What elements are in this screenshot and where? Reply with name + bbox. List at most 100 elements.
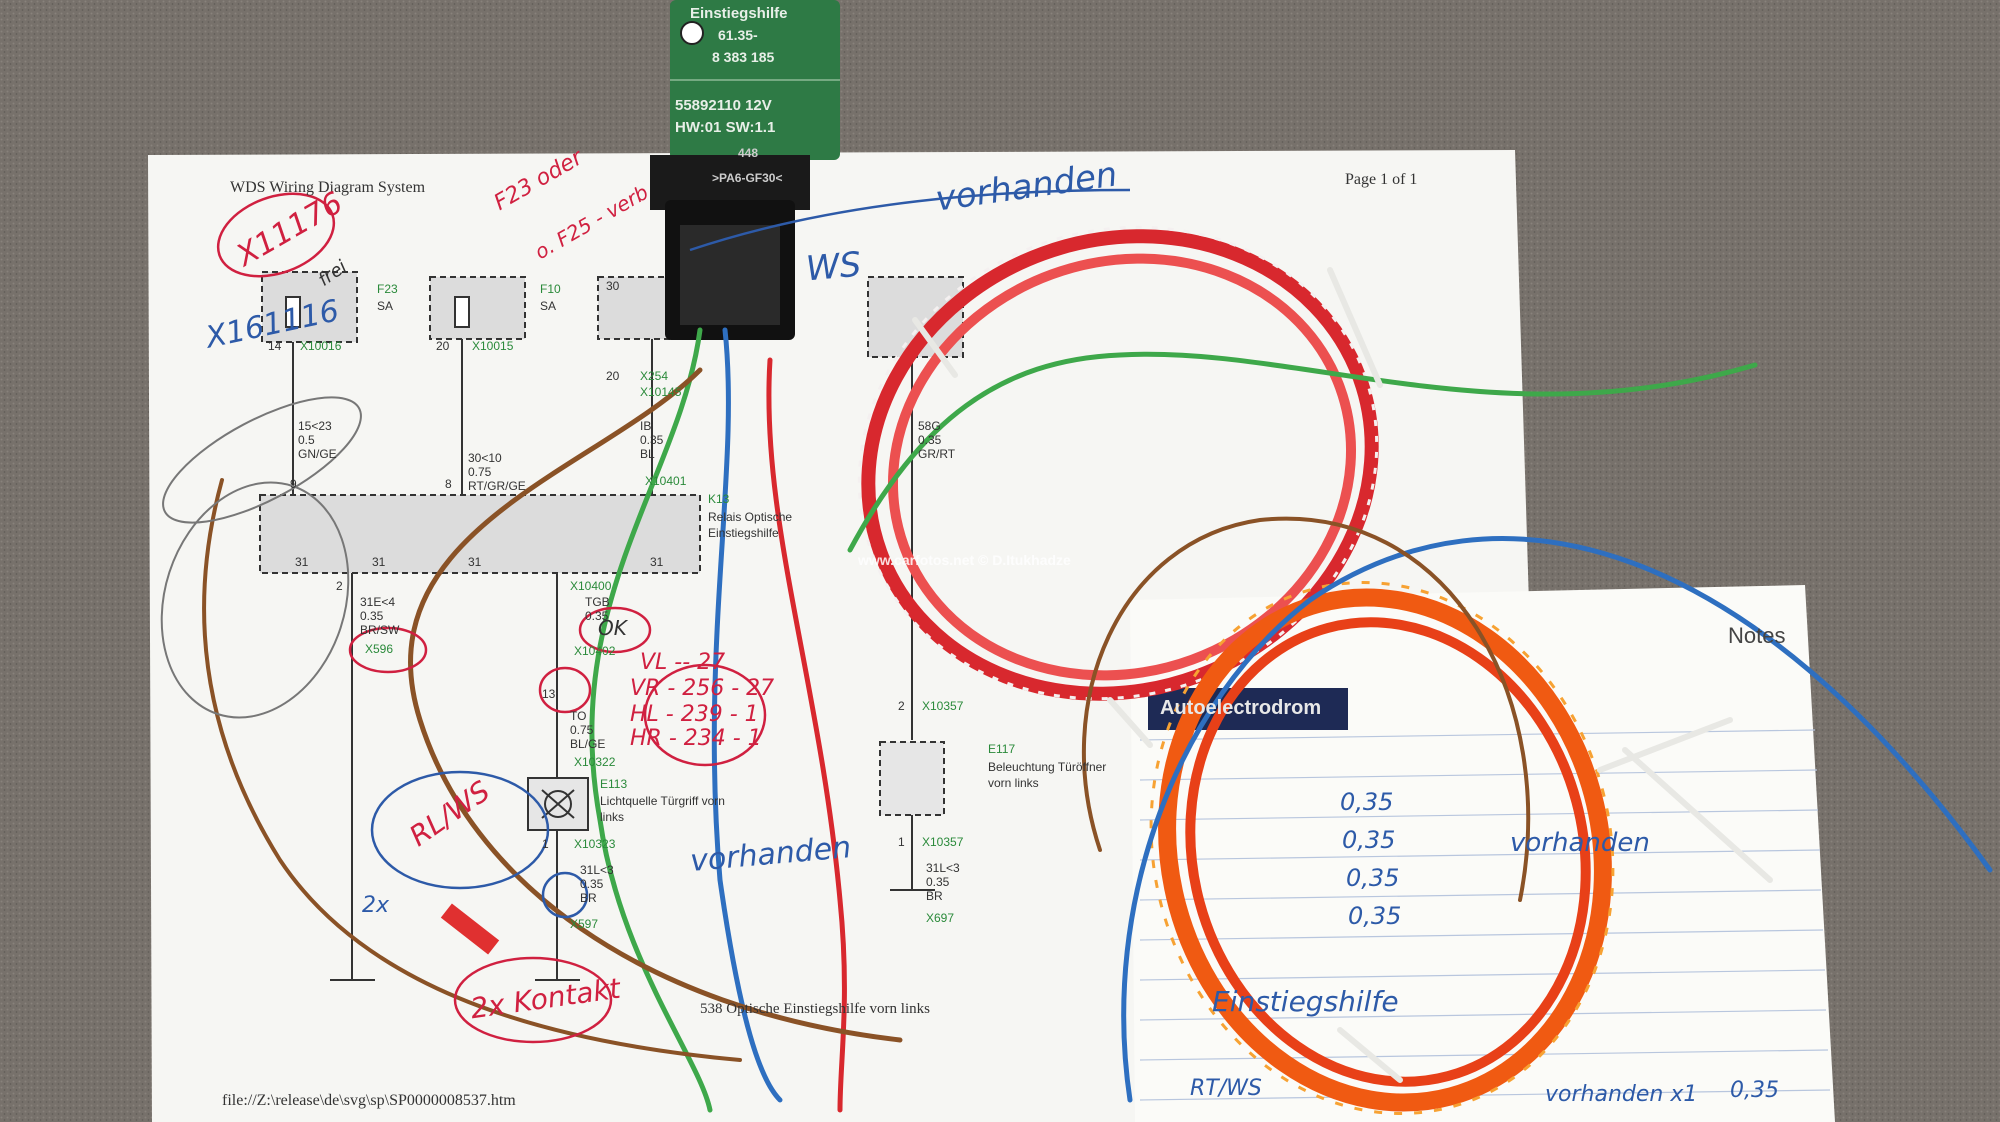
wire4-code: 58G <box>918 419 941 433</box>
note-hr: HR - 234 - 1 <box>630 726 762 751</box>
wire1-size: 0.5 <box>298 433 315 447</box>
note-ok: OK <box>598 616 627 640</box>
wire8-color: BR <box>580 891 597 905</box>
ground-31b: 31 <box>372 555 386 569</box>
wire6-size: 0.35 <box>585 609 609 623</box>
wire3-code: IB <box>640 419 652 433</box>
notes-bottom3: 0,35 <box>1730 1078 1779 1103</box>
conn-x10015: X10015 <box>472 339 514 353</box>
wire2-color: RT/GR/GE <box>468 479 526 493</box>
notes-bottom2: vorhanden x1 <box>1545 1082 1698 1107</box>
pin-20a: 20 <box>436 339 450 353</box>
wire1-code: 15<23 <box>298 419 332 433</box>
sheet-header-left: WDS Wiring Diagram System <box>230 179 426 196</box>
relay-module <box>650 0 840 340</box>
wire5-color: BR/SW <box>360 623 400 637</box>
conn-x697: X697 <box>926 911 955 925</box>
pin-8: 8 <box>445 477 452 491</box>
notes-einstieg: Einstiegshilfe <box>1212 985 1399 1018</box>
notes-title: Notes <box>1728 623 1786 648</box>
wire-brown-long <box>202 478 742 1062</box>
note-hl: HL - 239 - 1 <box>630 702 759 727</box>
wire-green-long <box>847 351 1758 553</box>
fuse-label-f23: F23 <box>377 282 398 296</box>
relay-part-line2: 8 383 185 <box>712 49 775 65</box>
loose-wires <box>202 327 1993 1113</box>
wire9-code: 31L<3 <box>926 861 960 875</box>
note-ws: WS <box>804 244 863 290</box>
conn-x10401: X10401 <box>645 474 687 488</box>
notes-brand: Autoelectrodrom <box>1160 697 1322 719</box>
conn-x10400: X10400 <box>570 579 612 593</box>
wire5-code: 31E<4 <box>360 595 396 609</box>
conn-x254: X254 <box>640 369 669 383</box>
notes-val-3: 0,35 <box>1346 864 1400 892</box>
conn-x596: X596 <box>365 642 394 656</box>
note-vl: VL -- 27 <box>640 650 726 675</box>
pin-30: 30 <box>606 279 620 293</box>
notes-val-1: 0,35 <box>1340 788 1394 816</box>
lamp-id: E113 <box>600 777 628 791</box>
pin-13: 13 <box>542 687 556 701</box>
relay-material: >PA6-GF30< <box>712 171 783 185</box>
wire9-color: BR <box>926 889 943 903</box>
wire-brown-loop <box>1081 516 1531 902</box>
fuse-tag-f23: SA <box>377 299 394 313</box>
conn-x10016: X10016 <box>300 339 342 353</box>
note-vr: VR - 256 - 27 <box>630 676 775 701</box>
pin-1a: 1 <box>542 837 549 851</box>
pin-2a: 2 <box>336 579 343 593</box>
relay-num: 448 <box>738 146 759 160</box>
fuse-tag-f10: SA <box>540 299 557 313</box>
ground-31a: 31 <box>295 555 309 569</box>
red-tape <box>440 903 500 955</box>
notes-val-4: 0,35 <box>1348 902 1402 930</box>
wire1-color: GN/GE <box>298 447 337 461</box>
ground-31d: 31 <box>650 555 664 569</box>
wire-blue-long <box>1121 536 1993 1103</box>
wire7-code: TO <box>570 709 587 723</box>
pin-1b: 1 <box>898 835 905 849</box>
conn-x10357b: X10357 <box>922 835 964 849</box>
pin-20b: 20 <box>606 369 620 383</box>
wire4-size: 0.35 <box>918 433 942 447</box>
wire3-size: 0.35 <box>640 433 664 447</box>
pin-14: 14 <box>268 339 282 353</box>
ground-31c: 31 <box>468 555 482 569</box>
conn-x10357a: X10357 <box>922 699 964 713</box>
relay-code: 55892110 12V <box>675 97 772 114</box>
conn-x10322: X10322 <box>574 755 616 769</box>
wire-red <box>766 357 847 1113</box>
notes-vorhanden: vorhanden <box>1510 828 1650 858</box>
zip-ties <box>912 267 1773 1083</box>
pin-9: 9 <box>290 477 297 491</box>
lamp-label: Lichtquelle Türgriff vorn links <box>600 794 725 824</box>
watermark: www.carfotos.net © D.Itukhadze <box>858 552 1071 568</box>
wire-green <box>589 327 713 1113</box>
wire-blue <box>711 327 783 1103</box>
notes-ruled-lines <box>1139 729 1831 1101</box>
wire-brown <box>408 367 903 1043</box>
relay-version: HW:01 SW:1.1 <box>675 119 776 136</box>
note-2x: 2x <box>362 893 390 918</box>
fuse-label-f10: F10 <box>540 282 561 296</box>
sheet-footer: file://Z:\release\de\svg\sp\SP0000008537… <box>222 1092 516 1109</box>
wire-coil-orange <box>1149 580 1615 1116</box>
notes-bottom: RT/WS <box>1190 1076 1262 1101</box>
wire9-size: 0.35 <box>926 875 950 889</box>
lamp2-id: E117 <box>988 742 1016 756</box>
schematic-lines <box>259 271 964 981</box>
conn-x10323: X10323 <box>574 837 616 851</box>
sheet-header-right: Page 1 of 1 <box>1345 171 1418 188</box>
wire5-size: 0.35 <box>360 609 384 623</box>
bmw-logo <box>680 21 704 45</box>
wire8-size: 0.35 <box>580 877 604 891</box>
module-id: K13 <box>708 492 730 506</box>
relay-part-line1: 61.35- <box>718 27 758 43</box>
wire3-color: BL <box>640 447 655 461</box>
wire7-color: BL/GE <box>570 737 606 751</box>
module-label: Relais Optische Einstiegshilfe <box>708 510 793 540</box>
pen-annotations <box>216 188 1131 1044</box>
